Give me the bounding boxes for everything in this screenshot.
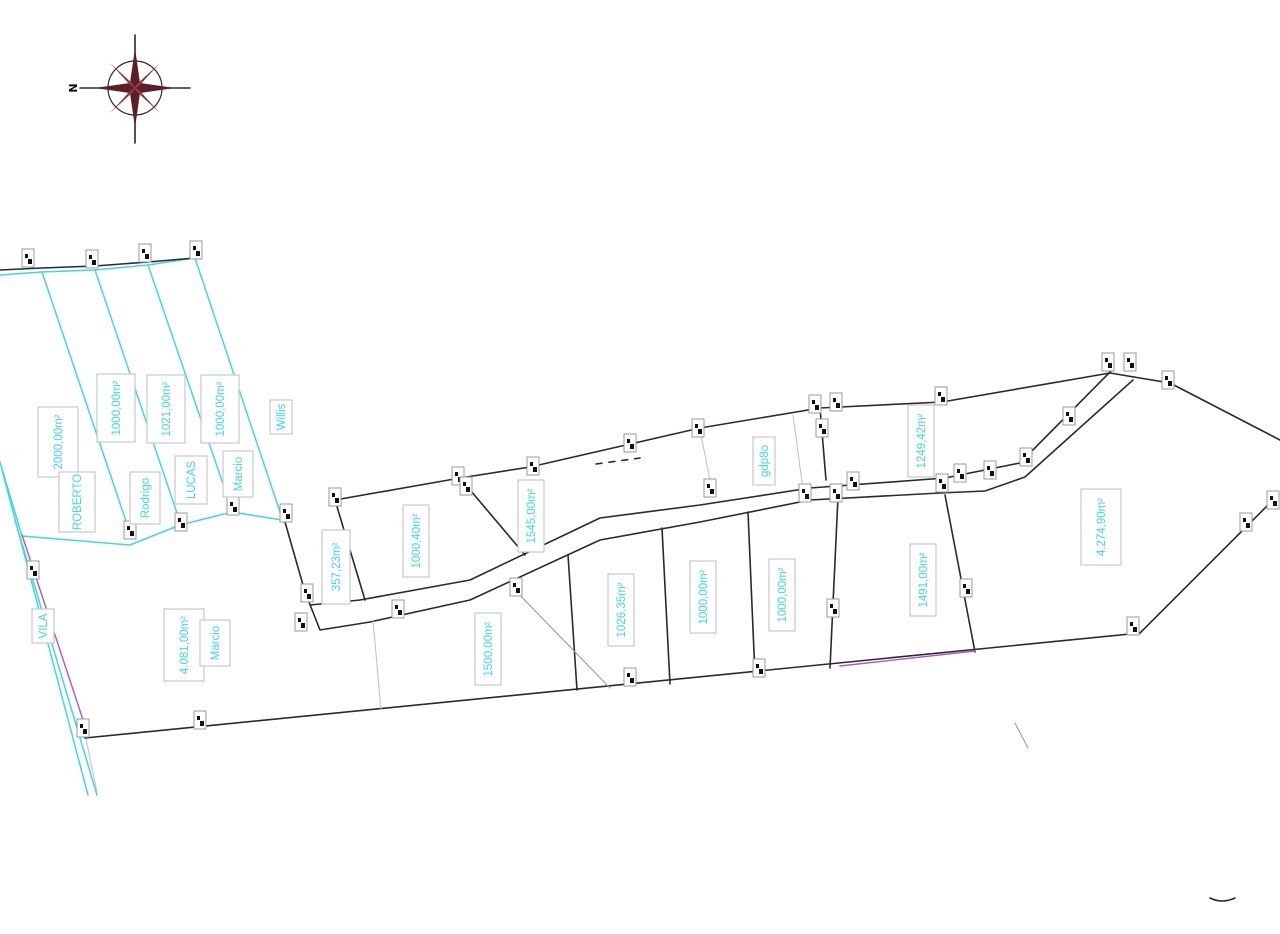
survey-marker-icon [300, 583, 314, 603]
lot-label: 1021,00m² [146, 374, 186, 444]
survey-marker-icon [623, 667, 637, 687]
survey-marker-icon [138, 243, 152, 263]
survey-marker-icon [691, 418, 705, 438]
survey-marker-icon [294, 612, 308, 632]
owner-name-text: LUCAS [186, 461, 198, 500]
survey-marker-icon [815, 418, 829, 438]
survey-marker-icon [193, 710, 207, 730]
survey-marker-icon [21, 248, 35, 268]
lot-area-text: 4.274,90m² [1096, 498, 1108, 556]
survey-marker-icon [934, 386, 948, 406]
owner-name-text: Marcio [233, 457, 245, 492]
survey-marker-icon [983, 460, 997, 480]
owner-label: ROBERTO [58, 471, 96, 533]
survey-marker-icon [459, 476, 473, 496]
survey-marker-icon [798, 483, 812, 503]
owner-name-text: Willis [276, 403, 288, 430]
lot-label: 1000,00m² [689, 560, 717, 634]
survey-marker-icon [509, 577, 523, 597]
survey-marker-icon [1126, 616, 1140, 636]
lot-area-text: 1000,40m² [411, 513, 423, 568]
survey-marker-icon [829, 483, 843, 503]
lot-area-text: 1026,35m² [616, 582, 628, 637]
survey-marker-icon [846, 471, 860, 491]
survey-marker-icon [328, 487, 342, 507]
purple-lot-edge [839, 650, 976, 667]
compass-rose-icon [79, 34, 191, 144]
lot-label: 1000,40m² [402, 504, 430, 578]
lot-area-text: 1021,00m² [161, 381, 173, 436]
lot-area-text: 1545,00m² [526, 488, 538, 543]
lot-area-text: 4.081,00m² [179, 616, 191, 674]
lot-labels: 2000,00m² ROBERTO 1000,00m² Rodrigo 1021… [31, 373, 1122, 686]
misc-label: gdp8o [752, 436, 776, 486]
survey-marker-icon [526, 456, 540, 476]
lot-area-text: 1500,00m² [483, 621, 495, 676]
survey-marker-icon [808, 394, 822, 414]
survey-marker-icon [174, 512, 188, 532]
owner-label: Willis [269, 399, 293, 435]
survey-marker-icon [1101, 352, 1115, 372]
survey-marker-icon [1123, 352, 1137, 372]
survey-marker-icon [226, 496, 240, 516]
lot-label: 357,23m² [321, 529, 351, 605]
lot-area-text: 1000,00m² [777, 567, 789, 622]
lot-label: 4.081,00m² [163, 608, 205, 682]
survey-marker-icon [826, 598, 840, 618]
survey-marker-icon [935, 473, 949, 493]
survey-marker-icon [279, 503, 293, 523]
survey-marker-icon [829, 392, 843, 412]
cyan-lot-lines [0, 257, 283, 796]
lot-label: 1000,00m² [200, 374, 240, 444]
lot-area-text: 1491,00m² [918, 552, 930, 607]
road-name-text: VILA [38, 613, 50, 638]
survey-marker-icon [26, 560, 40, 580]
owner-name-text: Rodrigo [140, 478, 152, 518]
north-letter: N [67, 83, 80, 92]
survey-markers [21, 240, 1280, 738]
survey-marker-icon [703, 478, 717, 498]
survey-marker-icon [623, 433, 637, 453]
survey-marker-icon [76, 718, 90, 738]
survey-marker-icon [391, 599, 405, 619]
owner-name-text: Marcio [210, 626, 222, 661]
lot-label: 1249,42m² [907, 404, 935, 478]
survey-marker-icon [1161, 370, 1175, 390]
lot-label: 1026,35m² [607, 573, 635, 647]
owner-label: LUCAS [174, 455, 208, 505]
lot-label: 1545,00m² [517, 479, 545, 553]
survey-marker-icon [1062, 406, 1076, 426]
owner-label: Rodrigo [129, 471, 161, 525]
road-label: VILA [31, 608, 55, 644]
survey-marker-icon [85, 249, 99, 269]
owner-label: Marcio [199, 619, 231, 667]
survey-marker-icon [1266, 490, 1280, 510]
lot-label: 4.274,90m² [1080, 488, 1122, 566]
survey-marker-icon [1019, 447, 1033, 467]
lot-label: 1500,00m² [474, 612, 502, 686]
lot-area-text: 1000,00m² [698, 569, 710, 624]
lot-area-text: 1000,00m² [111, 380, 123, 435]
lot-label: 1000,00m² [768, 558, 796, 632]
survey-marker-icon [959, 578, 973, 598]
survey-marker-icon [953, 463, 967, 483]
lot-area-text: 1249,42m² [916, 413, 928, 468]
lot-label: 1000,00m² [96, 373, 136, 443]
lot-area-text: 1000,00m² [215, 381, 227, 436]
lot-area-text: 357,23m² [331, 543, 343, 592]
survey-marker-icon [752, 658, 766, 678]
secondary-lines [372, 414, 1236, 902]
lot-label: 2000,00m² [37, 406, 79, 478]
survey-marker-icon [1239, 512, 1253, 532]
survey-marker-icon [189, 240, 203, 260]
owner-label: Marcio [222, 450, 254, 498]
lot-area-text: 2000,00m² [53, 414, 65, 469]
lot-label: 1491,00m² [909, 543, 937, 617]
misc-label-text: gdp8o [759, 445, 771, 477]
owner-name-text: ROBERTO [72, 474, 84, 531]
